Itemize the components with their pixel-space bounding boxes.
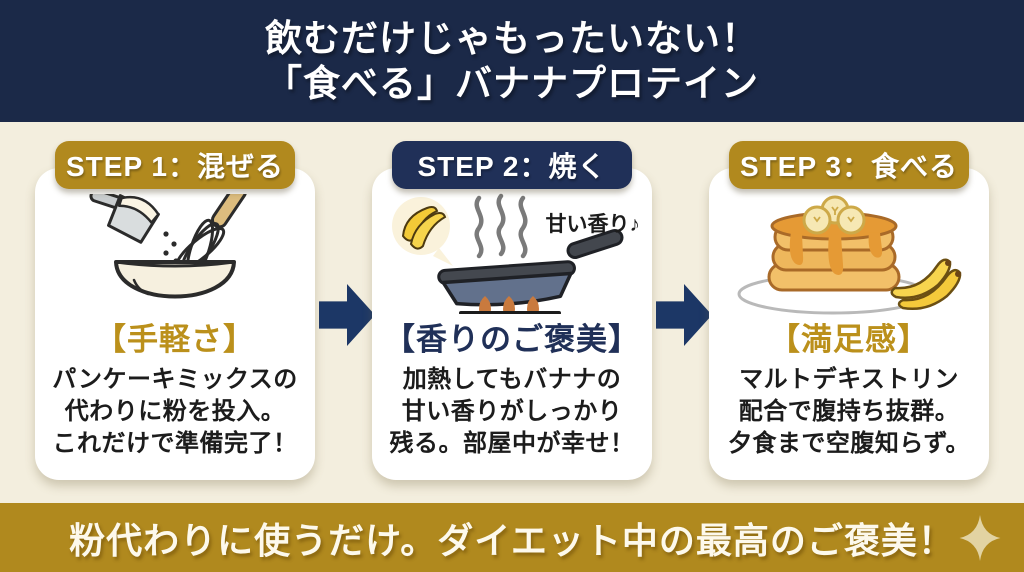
step3-body-line3: 夕食まで空腹知らず。 [727, 430, 971, 457]
step2-body-line2: 甘い香りがしっかり [401, 398, 623, 425]
step3-card: 【満足感】 マルトデキストリン 配合で腹持ち抜群。 夕食まで空腹知らず。 [709, 168, 989, 480]
step1-heading: 【手軽さ】 [95, 322, 255, 357]
step1-body-line3: これだけで準備完了！ [52, 430, 298, 457]
step3-body: マルトデキストリン 配合で腹持ち抜群。 夕食まで空腹知らず。 [709, 364, 989, 460]
arrow-right-icon [656, 284, 712, 346]
step3-body-line1: マルトデキストリン [739, 366, 959, 393]
footer-banner: 粉代わりに使うだけ。ダイエット中の最高のご褒美！ [0, 503, 1024, 572]
step1-body-line1: パンケーキミックスの [52, 366, 298, 393]
step3-banner: STEP 3：食べる [729, 141, 969, 189]
header-title-line2: 「食べる」バナナプロテイン [265, 63, 759, 104]
step3-heading: 【満足感】 [769, 322, 929, 357]
mixing-bowl-icon [35, 192, 315, 314]
sparkle-icon [959, 515, 1001, 561]
frying-pan-icon: 甘い香り♪ [372, 192, 652, 314]
step2-body: 加熱してもバナナの 甘い香りがしっかり 残る。部屋中が幸せ！ [372, 364, 652, 460]
sweet-aroma-caption: 甘い香り♪ [545, 213, 641, 236]
step2-banner: STEP 2：焼く [392, 141, 632, 189]
step3-body-line2: 配合で腹持ち抜群。 [738, 398, 960, 425]
header-title-line1: 飲むだけじゃもったいない！ [265, 17, 759, 59]
header-banner: 飲むだけじゃもったいない！ 「食べる」バナナプロテイン [0, 0, 1024, 122]
footer-text: 粉代わりに使うだけ。ダイエット中の最高のご褒美！ [69, 519, 955, 561]
step1-body: パンケーキミックスの 代わりに粉を投入。 これだけで準備完了！ [35, 364, 315, 460]
step1-banner: STEP 1：混ぜる [55, 141, 295, 189]
step2-body-line3: 残る。部屋中が幸せ！ [389, 430, 635, 457]
step2-body-line1: 加熱してもバナナの [402, 366, 622, 393]
pancakes-icon [709, 192, 989, 315]
step2-heading: 【香りのご褒美】 [384, 322, 640, 357]
step1-body-line2: 代わりに粉を投入。 [64, 398, 286, 425]
step2-card: 甘い香り♪ 【香りのご褒美】 加熱してもバナナの 甘い香りがしっかり 残る。部屋… [372, 168, 652, 480]
step1-card: 【手軽さ】 パンケーキミックスの 代わりに粉を投入。 これだけで準備完了！ [35, 168, 315, 480]
arrow-right-icon [319, 284, 375, 346]
